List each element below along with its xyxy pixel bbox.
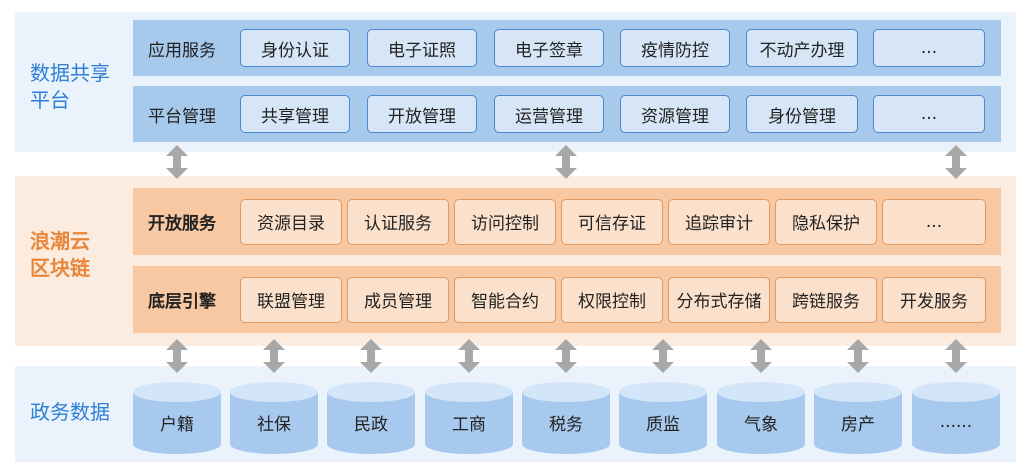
service-box: 共享管理 xyxy=(240,95,350,133)
double-arrow-icon xyxy=(555,145,577,179)
service-box: 访问控制 xyxy=(454,198,556,245)
double-arrow-icon xyxy=(652,339,674,373)
data-source-label: 社保 xyxy=(257,414,291,435)
service-box: 资源管理 xyxy=(620,95,730,133)
data-source-label: 工商 xyxy=(452,414,486,435)
database-icon: ...... xyxy=(912,382,1000,454)
service-box: 权限控制 xyxy=(561,276,663,323)
database-icon: 工商 xyxy=(425,382,513,454)
database-icon: 社保 xyxy=(230,382,318,454)
service-box: 电子签章 xyxy=(494,29,604,67)
service-box: 成员管理 xyxy=(347,276,449,323)
service-box: ... xyxy=(873,95,985,133)
data-source-label: 税务 xyxy=(549,414,583,435)
blockchain-label-line1: 浪潮云 xyxy=(30,229,90,253)
platform-layer-label: 数据共享 平台 xyxy=(30,60,110,114)
service-box: 分布式存储 xyxy=(668,276,770,323)
service-box: 认证服务 xyxy=(347,198,449,245)
double-arrow-icon xyxy=(555,339,577,373)
engine-row: 底层引擎 联盟管理 成员管理 智能合约 权限控制 分布式存储 跨链服务 开发服务 xyxy=(133,266,1001,333)
database-icon: 房产 xyxy=(814,382,902,454)
data-source-label: 房产 xyxy=(841,414,875,435)
double-arrow-icon xyxy=(166,145,188,179)
platform-management-row: 平台管理 共享管理 开放管理 运营管理 资源管理 身份管理 ... xyxy=(133,86,1001,142)
open-services-row: 开放服务 资源目录 认证服务 访问控制 可信存证 追踪审计 隐私保护 ... xyxy=(133,188,1001,255)
platform-label-line1: 数据共享 xyxy=(30,61,110,85)
service-box: 可信存证 xyxy=(561,198,663,245)
service-box: 资源目录 xyxy=(240,198,342,245)
row-title: 平台管理 xyxy=(148,106,216,127)
double-arrow-icon xyxy=(750,339,772,373)
double-arrow-icon xyxy=(847,339,869,373)
service-box: 不动产办理 xyxy=(746,29,858,67)
row-title: 开放服务 xyxy=(148,214,216,234)
data-source-label: 气象 xyxy=(744,414,778,435)
database-icon: 气象 xyxy=(717,382,805,454)
service-box: 身份管理 xyxy=(746,95,858,133)
double-arrow-icon xyxy=(166,339,188,373)
service-box: 隐私保护 xyxy=(775,198,877,245)
double-arrow-icon xyxy=(458,339,480,373)
service-box: ... xyxy=(873,29,985,67)
platform-label-line2: 平台 xyxy=(30,88,70,112)
service-box: 开发服务 xyxy=(882,276,986,323)
blockchain-label-line2: 区块链 xyxy=(30,256,90,280)
service-box: 追踪审计 xyxy=(668,198,770,245)
database-icon: 质监 xyxy=(619,382,707,454)
database-icon: 税务 xyxy=(522,382,610,454)
row-title: 底层引擎 xyxy=(148,292,216,312)
data-source-label: 民政 xyxy=(354,414,388,435)
service-box: 智能合约 xyxy=(454,276,556,323)
app-services-row: 应用服务 身份认证 电子证照 电子签章 疫情防控 不动产办理 ... xyxy=(133,20,1001,76)
data-source-label: ...... xyxy=(939,412,973,432)
database-icon: 民政 xyxy=(327,382,415,454)
service-box: 开放管理 xyxy=(367,95,477,133)
data-source-label: 质监 xyxy=(646,414,680,435)
double-arrow-icon xyxy=(263,339,285,373)
service-box: 疫情防控 xyxy=(620,29,730,67)
data-layer-label: 政务数据 xyxy=(30,400,110,424)
service-box: 电子证照 xyxy=(367,29,477,67)
row-title: 应用服务 xyxy=(148,40,216,61)
service-box: 联盟管理 xyxy=(240,276,342,323)
service-box: ... xyxy=(882,198,986,245)
blockchain-layer-label: 浪潮云 区块链 xyxy=(30,228,90,282)
double-arrow-icon xyxy=(945,339,967,373)
double-arrow-icon xyxy=(945,145,967,179)
double-arrow-icon xyxy=(360,339,382,373)
service-box: 运营管理 xyxy=(494,95,604,133)
database-icon: 户籍 xyxy=(133,382,221,454)
data-source-label: 户籍 xyxy=(160,414,194,435)
service-box: 跨链服务 xyxy=(775,276,877,323)
service-box: 身份认证 xyxy=(240,29,350,67)
